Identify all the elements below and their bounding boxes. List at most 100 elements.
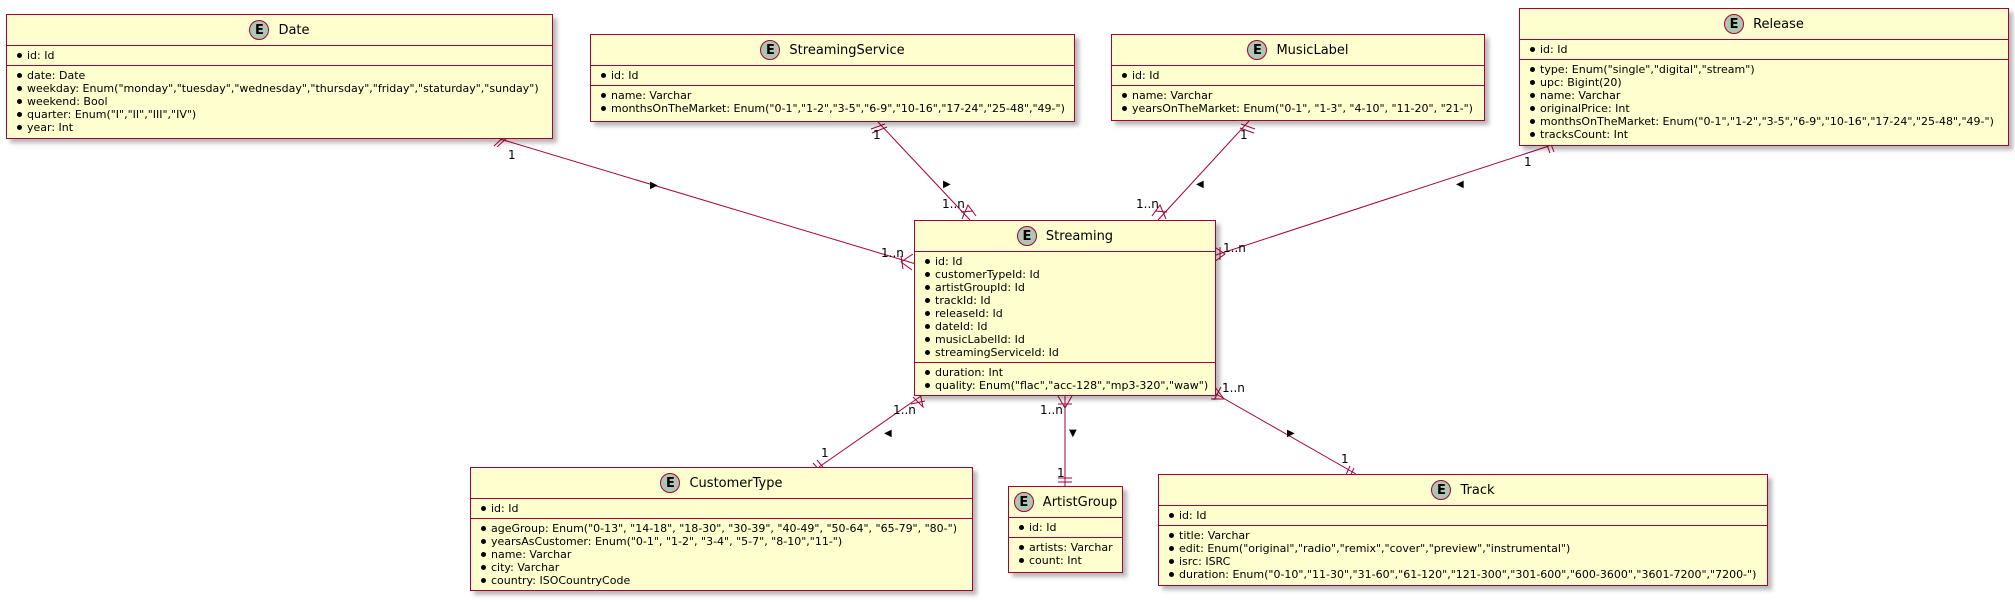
- attribute-text: name: Varchar: [611, 89, 692, 102]
- attribute-row: artistGroupId: Id: [925, 281, 1215, 294]
- attribute-row: customerTypeId: Id: [925, 268, 1215, 281]
- entity-title: Streaming: [1045, 228, 1114, 244]
- attribute-text: trackId: Id: [935, 294, 991, 307]
- entity-badge-icon: E: [1016, 226, 1037, 246]
- bullet-icon: [481, 578, 486, 583]
- attribute-row: year: Int: [17, 121, 552, 134]
- bullet-icon: [17, 53, 22, 58]
- multiplicity-artist-one: 1: [1057, 466, 1065, 480]
- entity-badge-icon: E: [249, 20, 270, 40]
- bullet-icon: [481, 565, 486, 570]
- attribute-text: name: Varchar: [1540, 89, 1621, 102]
- attribute-row: type: Enum("single","digital","stream"): [1530, 63, 2008, 76]
- attribute-row: yearsOnTheMarket: Enum("0-1", "1-3", "4-…: [1122, 102, 1484, 115]
- entity-title: Date: [278, 22, 310, 38]
- attribute-text: id: Id: [1029, 521, 1057, 534]
- bullet-icon: [925, 259, 930, 264]
- bullet-icon: [925, 311, 930, 316]
- bullet-icon: [17, 86, 22, 91]
- attribute-text: duration: Enum("0-10","11-30","31-60","6…: [1179, 568, 1757, 581]
- bullet-icon: [1169, 559, 1174, 564]
- attribute-text: yearsAsCustomer: Enum("0-1", "1-2", "3-4…: [491, 535, 843, 548]
- attribute-text: dateId: Id: [935, 320, 988, 333]
- attribute-row: id: Id: [1122, 69, 1484, 82]
- bullet-icon: [1169, 513, 1174, 518]
- multiplicity-release-one: 1: [1524, 155, 1532, 169]
- bullet-icon: [1169, 533, 1174, 538]
- attribute-text: ageGroup: Enum("0-13", "14-18", "18-30",…: [491, 522, 957, 535]
- key-section: id: Id customerTypeId: Id artistGroupId:…: [915, 252, 1215, 362]
- bullet-icon: [925, 298, 930, 303]
- attribute-text: id: Id: [1540, 43, 1568, 56]
- direction-arrow-icon: ◀: [1196, 179, 1204, 190]
- attribute-text: year: Int: [27, 121, 74, 134]
- entity-customer-type: E CustomerType id: Id ageGroup: Enum("0-1…: [470, 467, 973, 591]
- multiplicity-customer-one: 1: [821, 446, 829, 460]
- attribute-text: originalPrice: Int: [1540, 102, 1630, 115]
- link-service-streaming: [877, 121, 971, 221]
- attribute-row: monthsOnTheMarket: Enum("0-1","1-2","3-5…: [601, 102, 1074, 115]
- attribute-row: trackId: Id: [925, 294, 1215, 307]
- bullet-icon: [925, 324, 930, 329]
- entity-header: E ArtistGroup: [1009, 487, 1122, 518]
- bullet-icon: [1530, 132, 1535, 137]
- entity-badge-icon: E: [1013, 492, 1034, 512]
- attribute-text: streamingServiceId: Id: [935, 346, 1059, 359]
- entity-badge-icon: E: [1724, 14, 1745, 34]
- entity-badge-icon: E: [660, 473, 681, 493]
- direction-arrow-icon: ▶: [943, 179, 951, 190]
- attribute-text: isrc: ISRC: [1179, 555, 1231, 568]
- attribute-row: id: Id: [481, 502, 972, 515]
- one-marker: [870, 123, 888, 134]
- attribute-row: name: Varchar: [601, 89, 1074, 102]
- attribute-row: date: Date: [17, 69, 552, 82]
- multiplicity-release-many: 1..n: [1223, 241, 1246, 255]
- bullet-icon: [925, 272, 930, 277]
- attribute-row: dateId: Id: [925, 320, 1215, 333]
- link-release-streaming: [1215, 145, 1550, 256]
- bullet-icon: [925, 337, 930, 342]
- multiplicity-label-one: 1: [1240, 128, 1248, 142]
- attribute-row: tracksCount: Int: [1530, 128, 2008, 141]
- multiplicity-date-one: 1: [508, 148, 516, 162]
- many-marker: [910, 392, 926, 409]
- bullet-icon: [17, 73, 22, 78]
- entity-badge-icon: E: [1247, 40, 1268, 60]
- bullet-icon: [17, 99, 22, 104]
- attribute-text: releaseId: Id: [935, 307, 1003, 320]
- attribute-row: name: Varchar: [481, 548, 972, 561]
- entity-title: StreamingService: [789, 42, 905, 58]
- attribute-row: name: Varchar: [1530, 89, 2008, 102]
- bullet-icon: [17, 112, 22, 117]
- key-section: id: Id: [471, 499, 972, 518]
- attribute-text: artists: Varchar: [1029, 541, 1113, 554]
- entity-title: CustomerType: [689, 475, 783, 491]
- key-section: id: Id: [1009, 518, 1122, 537]
- entity-title: ArtistGroup: [1042, 494, 1118, 510]
- attribute-row: quarter: Enum("I","II","III","IV"): [17, 108, 552, 121]
- attribute-row: id: Id: [1530, 43, 2008, 56]
- link-streaming-customer: [818, 395, 922, 468]
- field-section: name: Varchar monthsOnTheMarket: Enum("0…: [591, 85, 1074, 118]
- field-section: duration: Int quality: Enum("flac","acc-…: [915, 362, 1215, 395]
- attribute-row: title: Varchar: [1169, 529, 1767, 542]
- bullet-icon: [481, 506, 486, 511]
- attribute-row: count: Int: [1019, 554, 1122, 567]
- direction-arrow-icon: ▼: [1069, 428, 1077, 439]
- attribute-text: count: Int: [1029, 554, 1082, 567]
- bullet-icon: [1530, 119, 1535, 124]
- bullet-icon: [925, 370, 930, 375]
- attribute-row: name: Varchar: [1122, 89, 1484, 102]
- attribute-text: monthsOnTheMarket: Enum("0-1","1-2","3-5…: [1540, 115, 1994, 128]
- entity-header: E Date: [7, 15, 552, 46]
- attribute-row: id: Id: [601, 69, 1074, 82]
- attribute-text: id: Id: [611, 69, 639, 82]
- attribute-text: city: Varchar: [491, 561, 560, 574]
- entity-title: MusicLabel: [1276, 42, 1349, 58]
- bullet-icon: [925, 383, 930, 388]
